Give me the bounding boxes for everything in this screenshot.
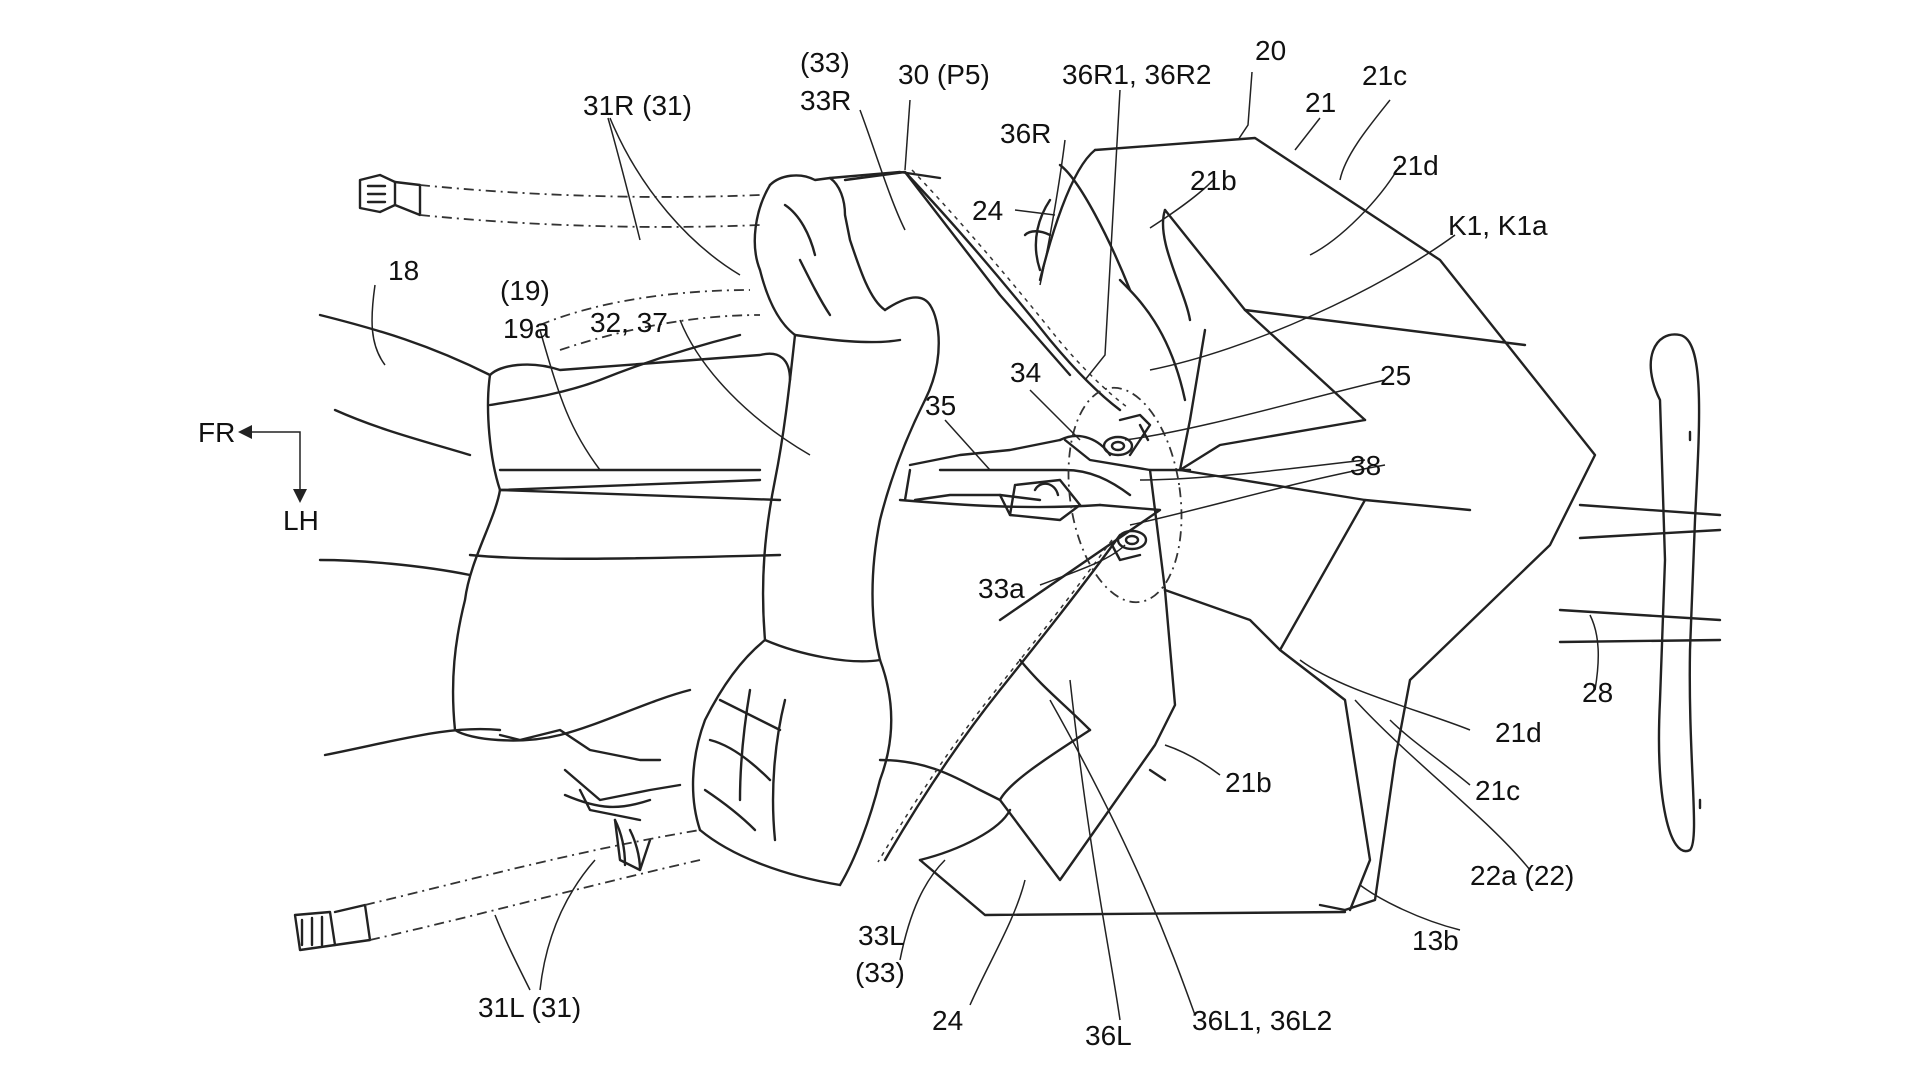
label-34: 34 [1010, 357, 1041, 388]
label-21b-bottom: 21b [1225, 767, 1272, 798]
label-35: 35 [925, 390, 956, 421]
label-25: 25 [1380, 360, 1411, 391]
reference-labels: 20 21 21c 21d 21b K1, K1a 36R1, 36R2 36R… [388, 35, 1613, 1051]
label-38: 38 [1350, 450, 1381, 481]
direction-left-label: LH [283, 505, 319, 536]
label-33a: 33a [978, 573, 1025, 604]
belt-left [293, 818, 701, 952]
label-21d-top: 21d [1392, 150, 1439, 181]
leader-lines [371, 71, 1600, 1021]
label-21c-bottom: 21c [1475, 775, 1520, 806]
label-33l: 33L [858, 920, 905, 951]
label-36r1-36r2: 36R1, 36R2 [1062, 59, 1211, 90]
belt-right [358, 173, 761, 351]
label-32-37: 32, 37 [590, 307, 668, 338]
label-31r: 31R (31) [583, 90, 692, 121]
label-18: 18 [388, 255, 419, 286]
airbag-vest [691, 169, 1192, 887]
label-33-paren-top: (33) [800, 47, 850, 78]
label-21d-bottom: 21d [1495, 717, 1542, 748]
label-19a: 19a [503, 313, 550, 344]
label-20: 20 [1255, 35, 1286, 66]
rear-fin [1558, 333, 1722, 853]
arrow-left-icon [238, 425, 252, 439]
label-21: 21 [1305, 87, 1336, 118]
seat-body [318, 313, 792, 872]
arrow-down-icon [293, 489, 307, 503]
label-22a: 22a (22) [1470, 860, 1574, 891]
label-19-paren: (19) [500, 275, 550, 306]
label-30: 30 (P5) [898, 59, 990, 90]
label-13b: 13b [1412, 925, 1459, 956]
label-k1: K1, K1a [1448, 210, 1548, 241]
label-21b-top: 21b [1190, 165, 1237, 196]
label-36l: 36L [1085, 1020, 1132, 1051]
label-36l1-36l2: 36L1, 36L2 [1192, 1005, 1332, 1036]
label-24-top: 24 [972, 195, 1003, 226]
label-21c-top: 21c [1362, 60, 1407, 91]
label-33r: 33R [800, 85, 851, 116]
label-33-paren-bottom: (33) [855, 957, 905, 988]
direction-front-label: FR [198, 417, 235, 448]
direction-indicator: FR LH [198, 417, 319, 536]
label-36r: 36R [1000, 118, 1051, 149]
label-31l: 31L (31) [478, 992, 581, 1023]
label-24-bottom: 24 [932, 1005, 963, 1036]
label-28: 28 [1582, 677, 1613, 708]
lower-case [918, 588, 1347, 917]
